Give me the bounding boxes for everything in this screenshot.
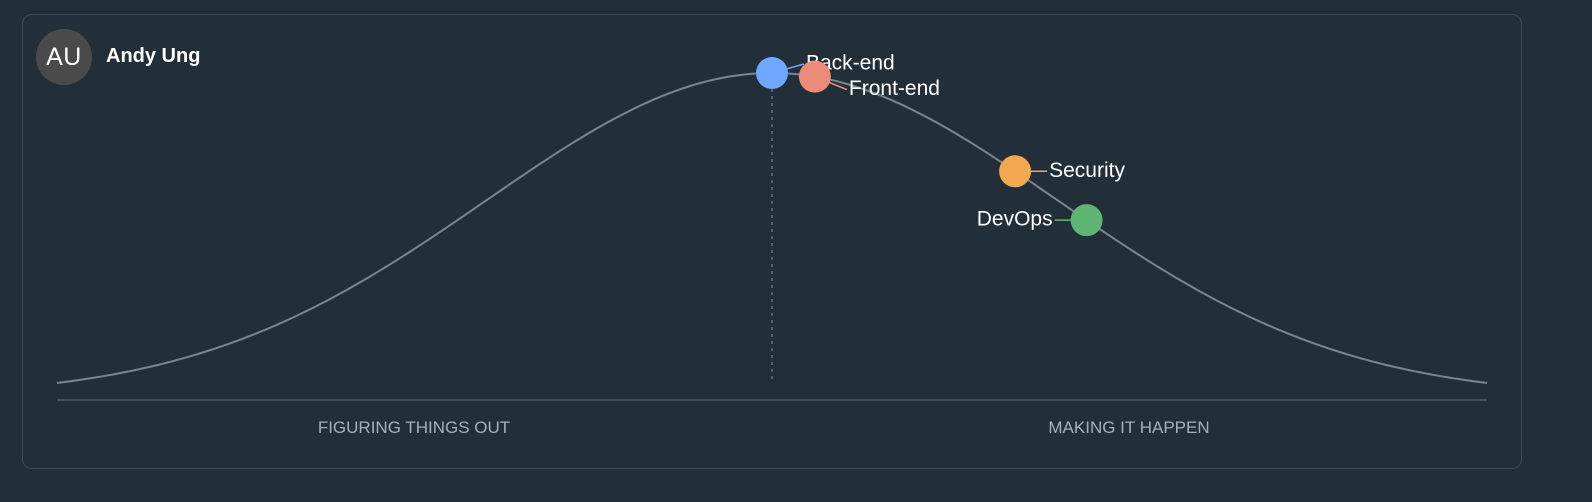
marker-label-devops[interactable]: DevOps (977, 208, 1053, 231)
marker-dot-devops[interactable] (1070, 204, 1103, 237)
user-header: AU Andy Ung (36, 29, 200, 85)
phase-label-figuring-out: FIGURING THINGS OUT (317, 418, 511, 437)
marker-dot-back-end[interactable] (756, 57, 788, 89)
marker-label-front-end[interactable]: Front-end (849, 77, 940, 100)
marker-dot-front-end[interactable] (798, 60, 831, 93)
phase-label-making-it-happen: MAKING IT HAPPEN (1048, 418, 1210, 437)
hill-chart-card (22, 14, 1522, 469)
marker-label-security[interactable]: Security (1049, 159, 1125, 182)
marker-dot-security[interactable] (999, 155, 1032, 188)
avatar[interactable]: AU (36, 29, 92, 85)
user-name: Andy Ung (106, 44, 201, 67)
